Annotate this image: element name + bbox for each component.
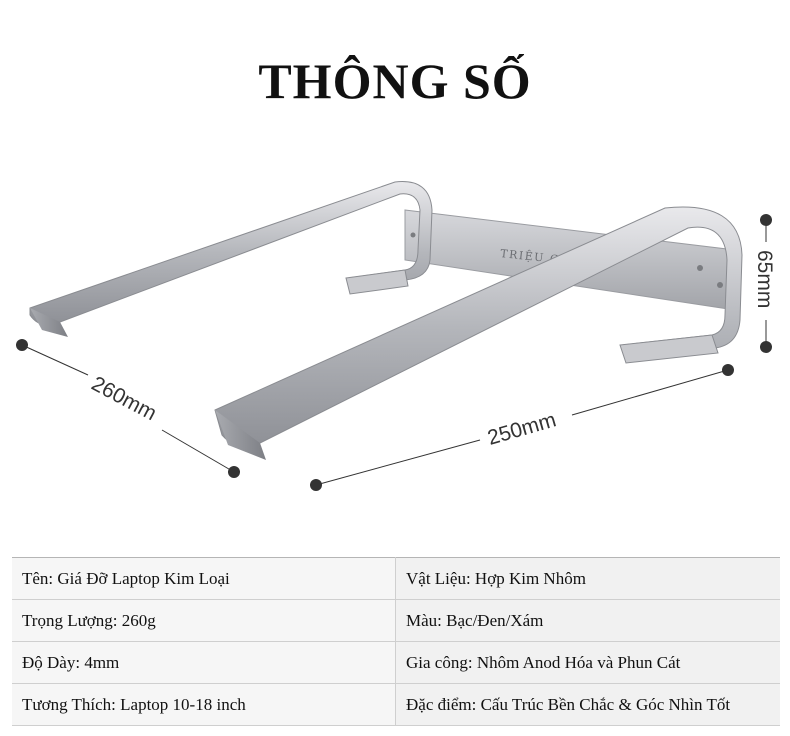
table-row: Trọng Lượng: 260g Màu: Bạc/Đen/Xám <box>12 599 780 642</box>
spec-material: Vật Liệu: Hợp Kim Nhôm <box>395 557 780 600</box>
spec-name: Tên: Giá Đỡ Laptop Kim Loại <box>12 557 396 600</box>
spec-weight: Trọng Lượng: 260g <box>12 599 396 642</box>
width-label: 250mm <box>485 408 559 449</box>
right-arm <box>214 206 743 460</box>
table-row: Tương Thích: Laptop 10-18 inch Đặc điểm:… <box>12 683 780 726</box>
height-dimension: 65mm <box>753 214 776 353</box>
spec-table: Tên: Giá Đỡ Laptop Kim Loại Vật Liệu: Hợ… <box>12 557 780 726</box>
spec-color: Màu: Bạc/Đen/Xám <box>395 599 780 642</box>
depth-dimension: 260mm <box>16 339 240 478</box>
table-row: Tên: Giá Đỡ Laptop Kim Loại Vật Liệu: Hợ… <box>12 557 780 600</box>
height-label: 65mm <box>753 250 776 308</box>
table-row: Độ Dày: 4mm Gia công: Nhôm Anod Hóa và P… <box>12 641 780 684</box>
spec-features: Đặc điểm: Cấu Trúc Bền Chắc & Góc Nhìn T… <box>395 683 780 726</box>
spec-compatibility: Tương Thích: Laptop 10-18 inch <box>12 683 396 726</box>
left-arm <box>29 181 433 337</box>
product-illustration: TRIỆU CƯỜNG 260mm 250mm <box>0 160 790 540</box>
depth-label: 260mm <box>88 372 161 425</box>
spec-thickness: Độ Dày: 4mm <box>12 641 396 684</box>
page-title: THÔNG SỐ <box>258 53 532 109</box>
spec-finish: Gia công: Nhôm Anod Hóa và Phun Cát <box>395 641 780 684</box>
